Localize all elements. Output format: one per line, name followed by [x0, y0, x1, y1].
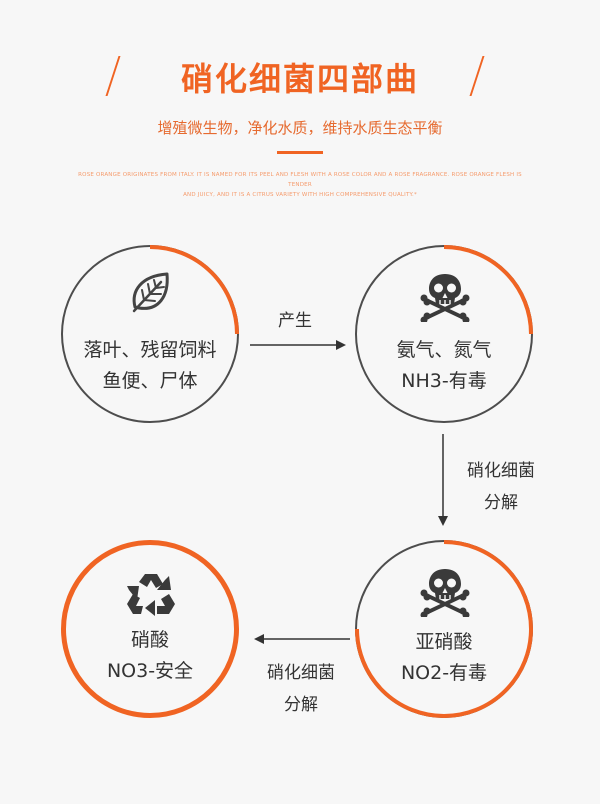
decompose-label-2: 硝化细菌 分解: [251, 657, 351, 721]
leaves-text: 落叶、残留饲料 鱼便、尸体: [63, 335, 237, 397]
nitrite-text: 亚硝酸 NO2-有毒: [357, 627, 531, 689]
ammonia-text: 氨气、氮气 NH3-有毒: [357, 335, 531, 397]
nitrate-text: 硝酸 NO3-安全: [66, 625, 234, 687]
leaves-node: 落叶、残留饲料 鱼便、尸体: [61, 245, 239, 423]
arrow-right: [250, 340, 346, 350]
leaves-line2: 鱼便、尸体: [102, 370, 198, 392]
decompose-label-1: 硝化细菌 分解: [453, 455, 549, 519]
decompose-label-2-line2: 分解: [284, 695, 318, 715]
nitrite-ring-accent: [355, 540, 533, 718]
page-title: 硝化细菌四部曲: [180, 60, 419, 98]
produce-label: 产生: [278, 311, 312, 331]
ammonia-line2: NH3-有毒: [401, 370, 487, 392]
arrow-left: [254, 634, 350, 644]
nitrate-line2: NO3-安全: [106, 660, 194, 682]
leaf-icon: [132, 272, 169, 313]
ammonia-ring-accent: [443, 245, 533, 335]
ammonia-line1: 氨气、氮气: [396, 339, 492, 361]
decompose-label-2-line1: 硝化细菌: [267, 663, 335, 683]
skull-crossbones-icon: [420, 569, 470, 617]
leaves-line1: 落叶、残留饲料: [83, 339, 217, 361]
english-description-line1: ROSE ORANGE ORIGINATES FROM ITALY. IT IS…: [78, 172, 522, 188]
english-description-line2: AND JUICY, AND IT IS A CITRUS VARIETY WI…: [183, 192, 417, 198]
decompose-label-1-line1: 硝化细菌: [467, 461, 535, 481]
decompose-label-1-line2: 分解: [484, 493, 518, 513]
nitrite-node: 亚硝酸 NO2-有毒: [355, 540, 533, 718]
english-description: ROSE ORANGE ORIGINATES FROM ITALY. IT IS…: [70, 170, 530, 200]
title-underline: [277, 151, 323, 154]
nitrite-line2: NO2-有毒: [400, 662, 488, 684]
nitrate-line1: 硝酸: [130, 629, 169, 651]
nitrate-node: 硝酸 NO3-安全: [61, 540, 239, 718]
arrow-down: [438, 434, 448, 526]
skull-crossbones-icon: [420, 274, 470, 322]
page-subtitle: 增殖微生物，净化水质，维持水质生态平衡: [157, 119, 443, 137]
recycle-icon: [127, 574, 175, 616]
nitrite-line1: 亚硝酸: [415, 631, 473, 653]
ammonia-node: 氨气、氮气 NH3-有毒: [355, 245, 533, 423]
leaves-ring-accent: [149, 245, 239, 335]
